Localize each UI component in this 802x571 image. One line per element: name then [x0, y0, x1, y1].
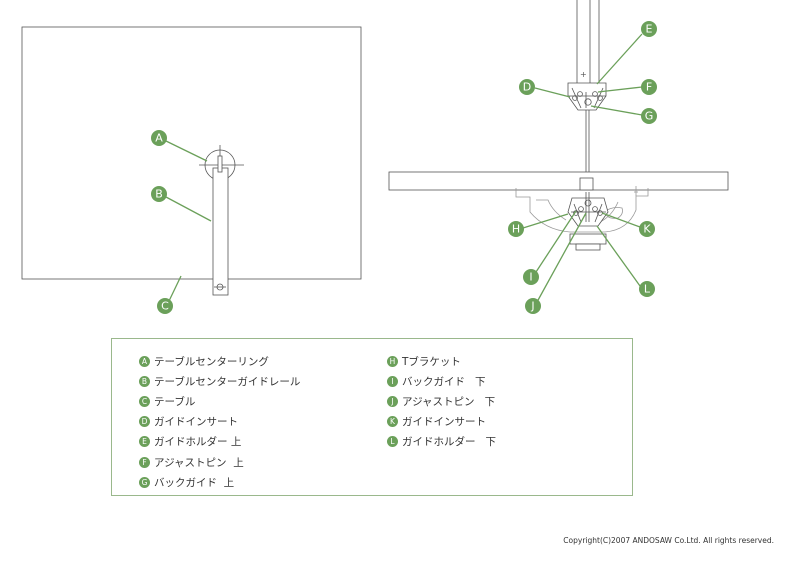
callout-i: I: [523, 269, 539, 285]
legend-label: アジャストピン 下: [402, 395, 496, 408]
legend-item: D ガイドインサート: [139, 412, 300, 432]
callouts: A B C D E F G H I J K L: [151, 21, 657, 314]
legend-marker: F: [139, 456, 150, 468]
callout-a: A: [151, 130, 167, 146]
legend-item: A テーブルセンターリング: [139, 351, 300, 371]
legend-marker: L: [387, 436, 398, 448]
legend-item: K ガイドインサート: [387, 412, 496, 432]
legend-marker: C: [139, 395, 150, 407]
svg-text:I: I: [529, 271, 532, 284]
legend-marker: J: [387, 395, 398, 407]
legend-label: バックガイド 下: [402, 375, 486, 388]
svg-text:D: D: [523, 81, 531, 94]
legend-label: バックガイド 上: [154, 476, 235, 489]
svg-text:G: G: [645, 110, 654, 123]
legend-marker: E: [139, 436, 150, 448]
legend: A テーブルセンターリング B テーブルセンターガイドレール C テーブル D ガイドイ…: [111, 338, 633, 496]
legend-marker: A: [139, 355, 150, 367]
callout-c: C: [157, 298, 173, 314]
legend-marker: H: [387, 355, 398, 367]
callout-j: J: [525, 298, 541, 314]
legend-marker: K: [387, 416, 398, 428]
legend-label: ガイドインサート: [154, 416, 238, 429]
legend-item: C テーブル: [139, 391, 300, 411]
bandsaw-front-view: +: [388, 0, 729, 251]
legend-label: テーブルセンターガイドレール: [154, 375, 301, 388]
legend-label: ガイドインサート: [402, 416, 486, 429]
table-outline: [21, 26, 362, 280]
legend-item: J アジャストピン 下: [387, 391, 496, 411]
callout-e: E: [641, 21, 657, 37]
legend-label: Tブラケット: [402, 355, 461, 368]
legend-column-left: A テーブルセンターリング B テーブルセンターガイドレール C テーブル D ガイドイ…: [139, 351, 300, 492]
legend-label: テーブルセンターリング: [154, 355, 269, 368]
svg-text:+: +: [580, 70, 587, 79]
table-top-view: [21, 26, 362, 296]
svg-text:C: C: [161, 300, 169, 313]
callout-b: B: [151, 186, 167, 202]
svg-text:F: F: [646, 81, 652, 94]
legend-marker: D: [139, 416, 150, 428]
legend-column-right: H Tブラケット I バックガイド 下 J アジャストピン 下 K ガイドインサート L…: [387, 351, 496, 452]
legend-item: I バックガイド 下: [387, 371, 496, 391]
legend-item: L ガイドホルダー 下: [387, 432, 496, 452]
legend-item: E ガイドホルダー 上: [139, 432, 300, 452]
svg-text:J: J: [530, 300, 534, 313]
callout-d: D: [519, 79, 535, 95]
legend-marker: B: [139, 375, 150, 387]
leader-lines: [165, 33, 643, 303]
legend-marker: G: [139, 476, 150, 488]
table-side: [388, 171, 729, 191]
legend-item: B テーブルセンターガイドレール: [139, 371, 300, 391]
legend-label: テーブル: [154, 395, 196, 408]
copyright-notice: Copyright(C)2007 ANDOSAW Co.Ltd. All rig…: [563, 536, 774, 545]
lower-guide-holder: [567, 192, 609, 251]
legend-label: ガイドホルダー 下: [402, 436, 497, 449]
svg-text:H: H: [512, 223, 520, 236]
callout-f: F: [641, 79, 657, 95]
table-center-guide-rail: [212, 167, 229, 296]
legend-item: H Tブラケット: [387, 351, 496, 371]
callout-g: G: [641, 108, 657, 124]
svg-text:E: E: [646, 23, 653, 36]
legend-label: アジャストピン 上: [154, 456, 244, 469]
svg-text:L: L: [644, 283, 651, 296]
legend-label: ガイドホルダー 上: [154, 436, 242, 449]
callout-h: H: [508, 221, 524, 237]
legend-item: G バックガイド 上: [139, 472, 300, 492]
legend-item: F アジャストピン 上: [139, 452, 300, 472]
legend-marker: I: [387, 375, 398, 387]
svg-text:B: B: [155, 188, 163, 201]
callout-l: L: [639, 281, 655, 297]
upper-guide-holder: [567, 82, 607, 111]
callout-k: K: [639, 221, 655, 237]
svg-text:A: A: [155, 132, 163, 145]
svg-text:K: K: [643, 223, 651, 236]
